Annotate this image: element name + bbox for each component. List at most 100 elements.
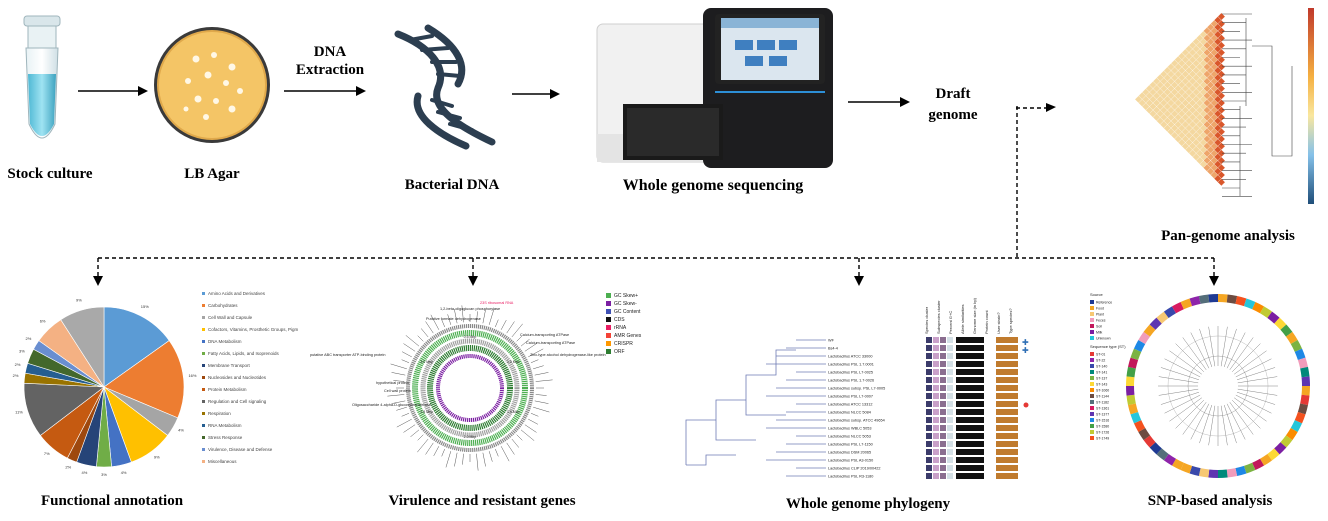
snp-legend-swatch <box>1090 312 1094 316</box>
dashed-trunk <box>1016 106 1018 260</box>
st-ring-segment <box>1297 403 1308 415</box>
genome-size-bar <box>956 369 984 375</box>
taxon-label: Lactobacillus ATCC 13312 <box>828 403 872 407</box>
st-ring-segment <box>1208 469 1218 478</box>
st-legend-swatch <box>1090 400 1094 404</box>
metadata-cell <box>926 353 932 359</box>
st-ring-segment <box>1126 394 1136 406</box>
st-ring-segment <box>1126 366 1136 378</box>
pie-legend-item: Membrane Transport <box>202 363 250 368</box>
pie-percent-label: 9% <box>76 298 82 303</box>
st-legend-label: ST-1516 <box>1096 419 1109 423</box>
gene-tick <box>482 452 486 467</box>
gene-tick <box>520 338 530 347</box>
st-ring-segment <box>1252 458 1264 471</box>
st-ring-segment <box>1218 469 1228 478</box>
column-header: Percent G+C <box>948 311 953 334</box>
st-legend-swatch <box>1090 424 1094 428</box>
gene-annotation: Calcium-transporting ATPase <box>526 341 575 345</box>
snp-legend-swatch <box>1090 336 1094 340</box>
st-ring-segment <box>1260 453 1273 466</box>
st-ring-segment <box>1126 386 1135 396</box>
st-legend-label: ST-22 <box>1096 359 1105 363</box>
snp-branch <box>1235 358 1272 378</box>
protein-count-bar <box>996 385 1018 391</box>
snp-branch <box>1208 405 1216 446</box>
metadata-cell <box>947 449 953 455</box>
taxon-label: Lactobacillus NLCC 5053 <box>828 435 871 439</box>
snp-branch <box>1236 367 1276 381</box>
column-header: Genome size (in bp) <box>972 297 977 334</box>
taxon-label: Lactobacillus PSL L7-0025 <box>828 371 873 375</box>
pie-legend-item: RNA Metabolism <box>202 423 242 428</box>
protein-count-bar <box>996 441 1018 447</box>
snp-legend-label: Reference <box>1096 301 1112 305</box>
st-legend-swatch <box>1090 352 1094 356</box>
gene-tick <box>506 321 515 334</box>
genome-size-bar <box>956 361 984 367</box>
st-legend-label: ST-1182 <box>1096 401 1109 405</box>
snp-circular-tree: SourceReferenceFoodPlantFecesSoilMilkUnk… <box>1090 292 1310 478</box>
gene-tick <box>445 451 452 468</box>
gene-tick <box>530 413 539 417</box>
snp-branch <box>1208 326 1216 367</box>
taxon-label: Lactobacillus ATCC 33000 <box>828 355 872 359</box>
snp-mid-ring <box>1167 335 1269 437</box>
stock-culture-label: Stock culture <box>7 166 93 182</box>
snp-branch <box>1223 328 1237 368</box>
metadata-cell <box>947 473 953 479</box>
draft-label-1: Draft <box>935 86 971 102</box>
metadata-cell <box>947 433 953 439</box>
pie-percent-label: 6% <box>40 319 46 324</box>
circos-center <box>444 362 496 414</box>
st-ring-segment <box>1235 296 1247 307</box>
metadata-cell <box>940 449 946 455</box>
user-strain-marker: ✚ <box>1022 338 1029 347</box>
taxon-label: Lactobacillus WBLC 5053 <box>828 427 871 431</box>
gene-tick <box>488 451 493 462</box>
genome-size-bar <box>956 449 984 455</box>
snp-legend-title: Source <box>1090 292 1103 297</box>
circos-legend-item: CDS <box>606 317 625 323</box>
pie-legend-item: Stress Response <box>202 435 242 440</box>
ring-label: 2.5 Mbp <box>420 410 433 414</box>
metadata-cell <box>940 337 946 343</box>
snp-legend-label: Milk <box>1096 331 1102 335</box>
gene-tick <box>417 434 424 441</box>
genome-size-bar <box>956 441 984 447</box>
functional-label: Functional annotation <box>40 493 184 509</box>
genome-size-bar <box>956 465 984 471</box>
arrow-2 <box>284 86 366 96</box>
st-legend-label: ST-1060 <box>1096 389 1109 393</box>
st-legend-label: ST-1749 <box>1096 437 1109 441</box>
genome-size-bar <box>956 377 984 383</box>
taxon-label: Bs4-4 <box>828 347 838 351</box>
snp-inner-ring <box>1187 355 1249 417</box>
taxon-label: Lactobacillus PSL L7-0007 <box>828 395 873 399</box>
metadata-cell <box>926 457 932 463</box>
metadata-cell <box>933 465 939 471</box>
genome-size-bar <box>956 393 984 399</box>
gene-tick <box>511 438 520 448</box>
sequencer-icon <box>596 8 833 168</box>
pie-legend-item: Cell Wall and Capsule <box>202 315 252 320</box>
metadata-cell <box>947 353 953 359</box>
snp-branch <box>1190 332 1210 369</box>
gene-annotation: Putative formate dehydrogenase <box>426 317 481 321</box>
st-ring-segment <box>1285 331 1298 344</box>
metadata-cell <box>926 393 932 399</box>
metadata-cell <box>926 401 932 407</box>
pie-slice <box>103 306 170 388</box>
snp-branch <box>1229 337 1254 370</box>
st-ring-segment <box>1243 298 1256 310</box>
st-legend-label: ST-143 <box>1096 383 1107 387</box>
genome-size-bar <box>956 473 984 479</box>
pie-percent-label: 4% <box>82 470 88 475</box>
st-legend-swatch <box>1090 406 1094 410</box>
circos-ring <box>412 330 528 446</box>
metadata-cell <box>933 385 939 391</box>
pie-legend-item: Protein Metabolism <box>202 387 247 392</box>
st-legend-swatch <box>1090 436 1094 440</box>
gene-tick <box>528 418 539 425</box>
snp-branch <box>1226 403 1246 440</box>
